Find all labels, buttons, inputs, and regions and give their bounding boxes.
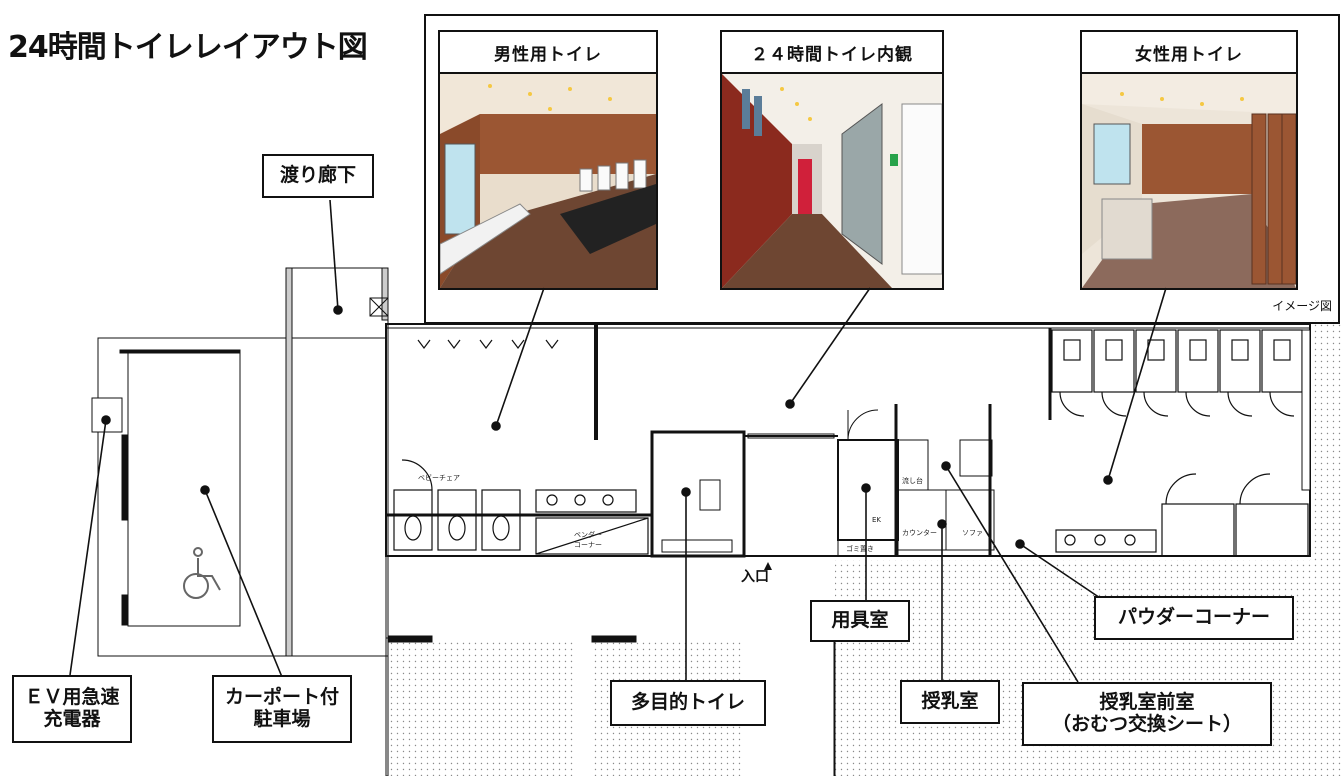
label-powder-corner: パウダーコーナー [1094, 596, 1294, 640]
entrance-label: 入口 [741, 569, 769, 585]
photo-panel: 男性用トイレ ２４時間トイレ内観 女性用トイレ [424, 14, 1340, 324]
label-carport-parking: カーポート付 駐車場 [212, 675, 352, 743]
baby-chair-text: ベビーチェア [418, 474, 460, 482]
page-title: 24時間トイレレイアウト図 [8, 30, 368, 65]
trash-text: ゴミ置き [846, 545, 874, 553]
label-ev-charger: ＥＶ用急速 充電器 [12, 675, 132, 743]
image-note: イメージ図 [1272, 299, 1332, 313]
bender-corner-text: ベンダー コーナー [574, 531, 602, 549]
women-toilet-image [1080, 72, 1298, 290]
counter-text: カウンター [902, 529, 937, 537]
interior-image [720, 72, 944, 290]
ek-text: EK [872, 516, 882, 524]
label-nursing-front-room: 授乳室前室 （おむつ交換シート） [1022, 682, 1272, 746]
sofa-text: ソファ [962, 529, 983, 537]
caption-interior: ２４時間トイレ内観 [720, 30, 944, 74]
men-toilet-image [438, 72, 658, 290]
label-multipurpose-toilet: 多目的トイレ [610, 680, 766, 726]
label-nursing-room: 授乳室 [900, 680, 1000, 724]
label-storage-room: 用具室 [810, 600, 910, 642]
label-corridor: 渡り廊下 [262, 154, 374, 198]
sink-text: 流し台 [902, 477, 923, 485]
